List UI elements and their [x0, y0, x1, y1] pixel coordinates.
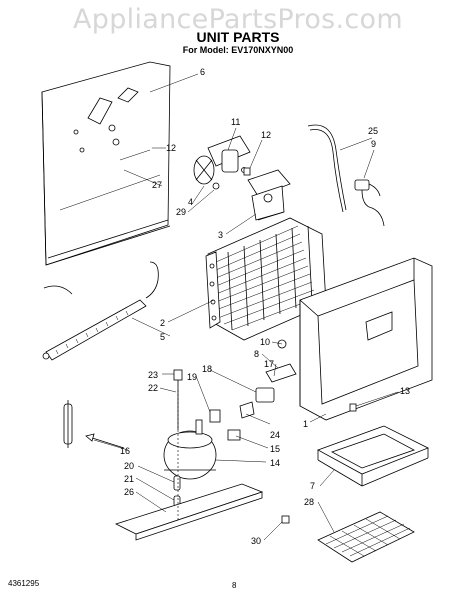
- small-components: [227, 339, 297, 441]
- callout-14: 14: [270, 458, 280, 468]
- callout-20: 20: [124, 461, 134, 471]
- rack-part: [317, 511, 415, 563]
- callout-30: 30: [251, 536, 261, 546]
- callout-17: 17: [264, 359, 274, 369]
- callout-10: 10: [260, 337, 270, 347]
- leader-lines: [93, 73, 399, 541]
- page-title: UNIT PARTS: [196, 29, 280, 45]
- site-watermark: AppliancePartsPros.com: [73, 4, 403, 35]
- callout-1: 1: [303, 419, 308, 429]
- callout-29: 29: [176, 207, 186, 217]
- model-subtitle: For Model: EV170NXYN00: [182, 45, 294, 55]
- callout-19: 19: [187, 372, 197, 382]
- callout-11: 11: [231, 117, 240, 127]
- heater-part: [42, 261, 159, 361]
- callout-24: 24: [270, 430, 280, 440]
- callout-4: 4: [188, 197, 193, 207]
- callout-27: 27: [152, 180, 162, 190]
- callout-12: 12: [261, 130, 271, 140]
- callout-5: 5: [160, 332, 165, 342]
- condenser-coil-part: [205, 217, 327, 341]
- callout-25: 25: [368, 126, 378, 136]
- page-number: 8: [232, 581, 237, 590]
- door-panel-part: [299, 257, 433, 421]
- callout-3: 3: [218, 230, 223, 240]
- loose-parts: [63, 167, 357, 524]
- callout-2: 2: [160, 318, 165, 328]
- fan-bracket-part: [247, 169, 291, 221]
- drip-tray-part: [317, 425, 429, 487]
- callout-23: 23: [148, 370, 158, 380]
- base-plate-part: [114, 390, 264, 541]
- callout-7: 7: [310, 481, 315, 491]
- callout-9: 9: [371, 139, 376, 149]
- thermostat-cord-part: [354, 179, 385, 227]
- callout-15: 15: [270, 444, 280, 454]
- callout-18: 18: [202, 364, 212, 374]
- callout-22: 22: [148, 383, 158, 393]
- tubing-part: [307, 124, 347, 213]
- callout-labels: 6 11 12 25 9 12 27 4 29 3 2 5 10 8 17 23…: [120, 67, 410, 546]
- document-number: 4361295: [8, 579, 40, 588]
- callout-28: 28: [304, 497, 314, 507]
- callout-16: 16: [120, 446, 130, 456]
- callout-26: 26: [124, 487, 134, 497]
- callout-12: 12: [166, 143, 176, 153]
- fan-motor-part: [193, 135, 251, 190]
- compressor-part: [163, 369, 221, 480]
- callout-21: 21: [124, 474, 134, 484]
- callout-6: 6: [200, 67, 205, 77]
- callout-13: 13: [400, 386, 410, 396]
- callout-8: 8: [254, 349, 259, 359]
- back-panel-part: [41, 61, 171, 266]
